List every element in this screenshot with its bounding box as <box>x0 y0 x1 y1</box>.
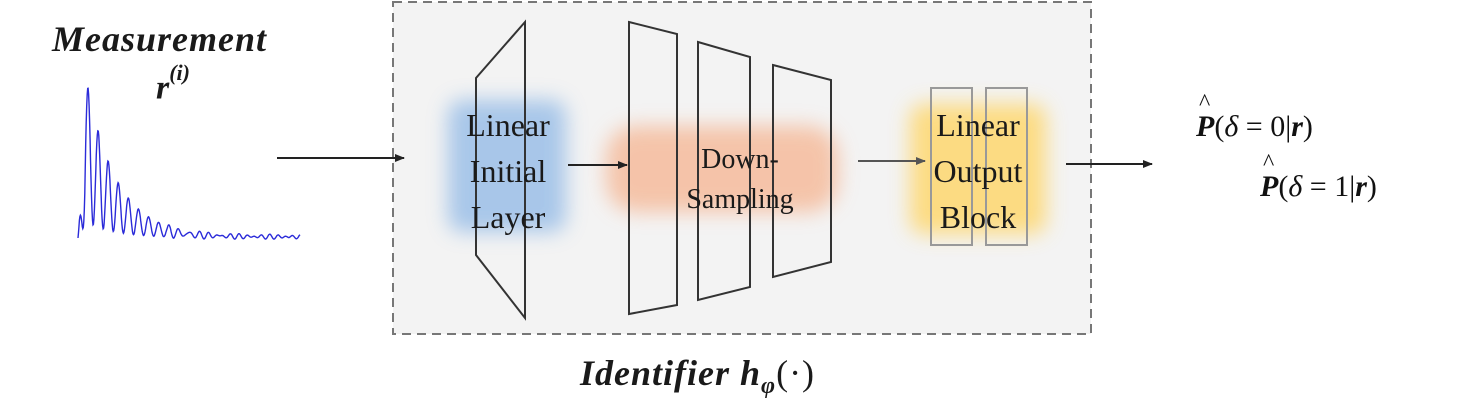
linear-initial-line-1: Linear <box>466 107 550 143</box>
prob-0-hat-p: P <box>1196 110 1214 143</box>
linear-initial-layer-shape <box>475 19 526 321</box>
prob-1-given: r <box>1355 170 1367 203</box>
linear-output-line-3: Block <box>939 199 1017 235</box>
measurement-symbol-base: r <box>156 69 170 107</box>
measurement-symbol: r(i) <box>156 60 190 107</box>
identifier-function-subscript: φ <box>761 373 777 399</box>
linear-output-rect-2 <box>985 87 1028 246</box>
down-sampling-line-2: Sampling <box>686 184 794 215</box>
down-sampling-label: Down- Sampling <box>660 140 820 220</box>
prob-1-eq: = 1| <box>1302 170 1356 203</box>
measurement-symbol-superscript: (i) <box>169 60 190 85</box>
prob-1-open: ( <box>1278 170 1289 203</box>
linear-output-rect-1 <box>930 87 973 246</box>
linear-initial-line-2: Initial <box>469 153 547 189</box>
output-probability-1: P(δ = 1|r) <box>1260 170 1377 204</box>
measurement-signal-plot <box>77 87 301 240</box>
measurement-title-text: Measurement <box>52 19 268 59</box>
prob-1-close: ) <box>1366 170 1377 203</box>
identifier-function-symbol: h <box>740 353 762 393</box>
down-sampling-glow <box>606 126 838 212</box>
prob-0-close: ) <box>1302 110 1313 143</box>
prob-0-var: δ <box>1224 110 1239 143</box>
prob-0-eq: = 0| <box>1238 110 1292 143</box>
identifier-title: Identifier hφ(·) <box>580 352 816 399</box>
identifier-function-argument: (·) <box>776 353 816 393</box>
linear-output-block-label: Linear Output Block <box>906 102 1050 240</box>
down-sampling-stage-3 <box>772 63 832 279</box>
linear-output-line-1: Linear <box>936 107 1020 143</box>
prob-1-hat-p: P <box>1260 170 1278 203</box>
linear-initial-layer-label: Linear Initial Layer <box>440 102 576 240</box>
down-sampling-stage-1 <box>628 20 678 316</box>
prob-1-var: δ <box>1288 170 1303 203</box>
measurement-title: Measurement <box>52 18 267 60</box>
linear-output-glow <box>910 104 1046 234</box>
down-sampling-line-1: Down- <box>701 144 779 175</box>
linear-initial-line-3: Layer <box>470 199 546 235</box>
linear-initial-glow <box>448 100 566 232</box>
identifier-title-word: Identifier <box>580 353 730 393</box>
down-sampling-stage-2 <box>697 40 751 302</box>
linear-output-line-2: Output <box>933 153 1023 189</box>
output-probability-0: P(δ = 0|r) <box>1196 110 1313 144</box>
prob-0-given: r <box>1291 110 1303 143</box>
prob-0-open: ( <box>1214 110 1225 143</box>
